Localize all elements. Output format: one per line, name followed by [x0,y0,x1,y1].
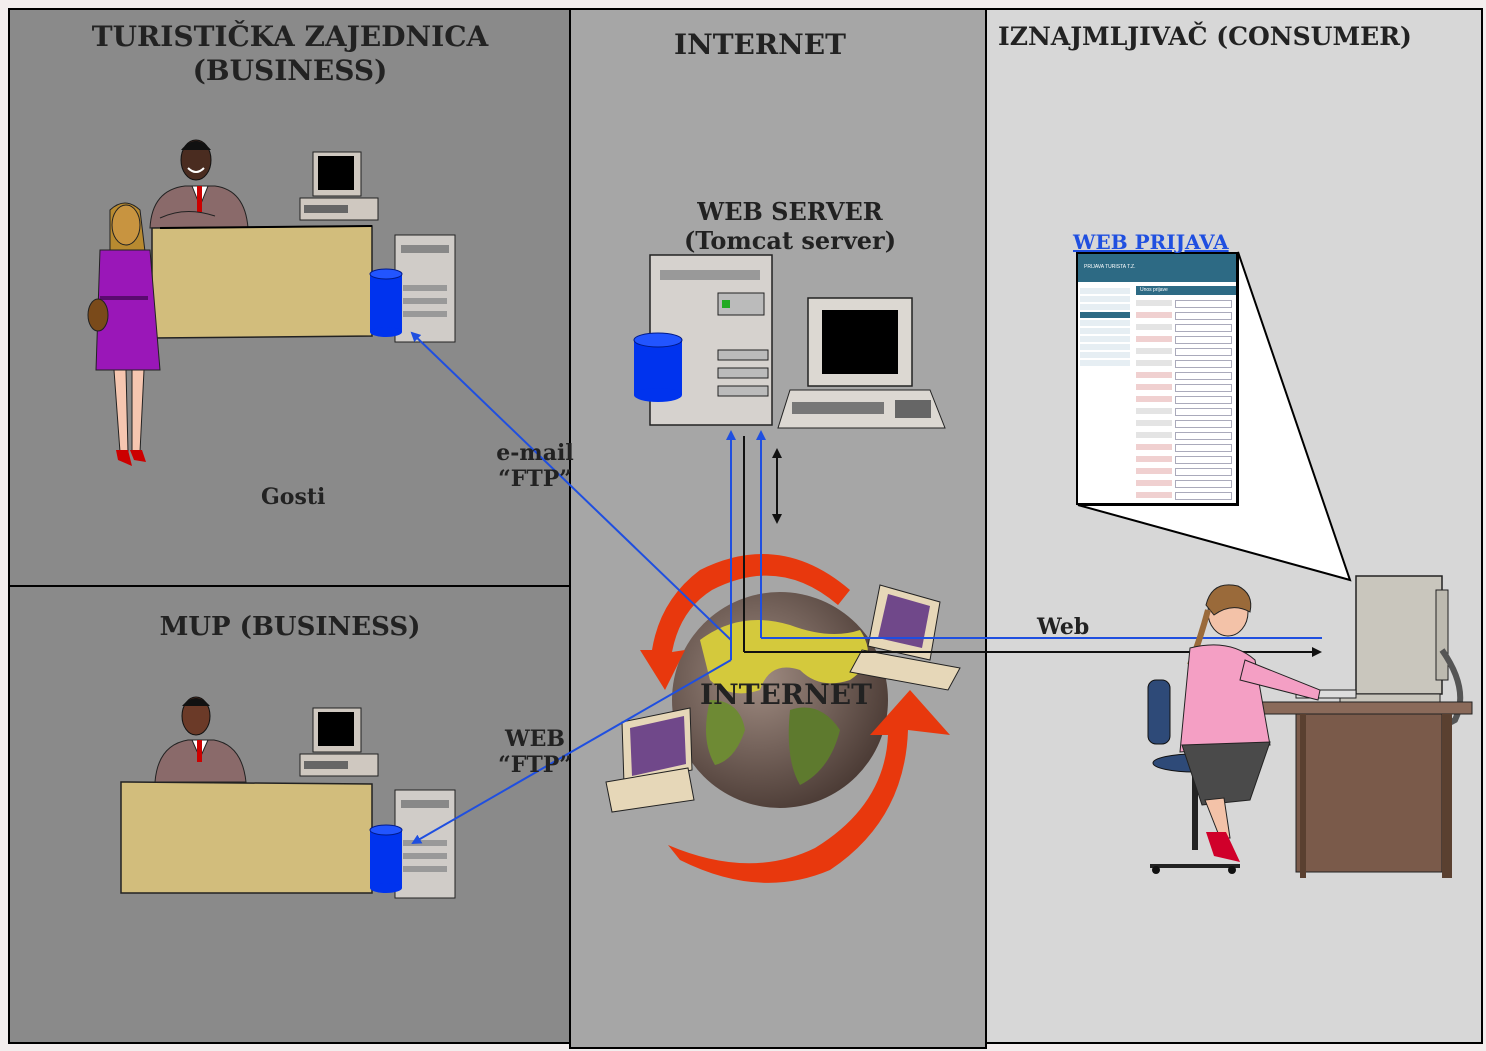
database-icon [369,824,403,893]
mup-scene [120,696,456,899]
web-server-label: WEB SERVER (Tomcat server) [640,197,940,256]
desk [151,225,373,339]
consumer-monitor [1339,575,1464,732]
server-tower-icon [394,234,456,343]
clerk-figure [149,139,249,229]
guests-label: Gosti [261,484,326,510]
guest-figure [87,202,161,466]
email-label: e-mail [496,440,574,466]
web-server-computer [777,297,946,429]
tourist-board-title: TURISTIČKA ZAJEDNICA (BUSINESS) [40,20,540,87]
consumer-title: IZNAJMLJIVAČ (CONSUMER) [998,22,1412,51]
server-tower-icon [394,789,456,899]
email-ftp-arrow [410,331,732,641]
consumer-figure [1179,584,1321,862]
rotation-arrows [640,554,950,883]
officer-figure [154,696,247,783]
web-prijava-link[interactable]: WEB PRIJAVA [1073,230,1229,254]
callout-zoom [1077,251,1352,582]
web-label: WEB [504,726,566,752]
internet-panel [569,8,987,1049]
client-computer-icon [605,707,695,813]
database-icon [633,332,683,402]
web-ftp-sub: “FTP” [498,752,572,779]
form-fields [1136,300,1232,500]
email-ftp-label: e-mail “FTP” [480,440,590,493]
tourist-board-title-line2: (BUSINESS) [192,53,388,87]
form-sidebar [1080,286,1130,501]
tourist-board-title-line1: TURISTIČKA ZAJEDNICA [91,20,489,53]
tourist-board-scene [87,139,456,466]
form-title-bar: Unos prijave [1136,286,1236,295]
consumer-desk [1261,689,1473,878]
consumer-scene [1147,575,1473,878]
database-icon [369,268,403,337]
mup-title: MUP (BUSINESS) [159,612,421,642]
desk [120,781,373,894]
form-header-text: PRIJAVA TURISTA T.Z. [1084,264,1136,270]
desk-computer [299,151,379,221]
internet-globe [672,592,888,808]
web-consumer-label: Web [1037,614,1090,640]
web-server-label-line2: (Tomcat server) [683,225,897,255]
desk-computer [299,707,379,777]
form-header-bar: PRIJAVA TURISTA T.Z. [1078,254,1236,282]
web-prijava-screenshot: PRIJAVA TURISTA T.Z. Unos prijave [1076,252,1238,505]
form-title: Unos prijave [1140,287,1168,293]
internet-title: INTERNET [674,28,846,61]
web-ftp-arrow [411,659,732,844]
client-computer-icon [849,584,961,691]
web-server-label-line1: WEB SERVER [697,197,883,226]
web-ftp-label: WEB “FTP” [480,726,590,779]
email-ftp-sub: “FTP” [498,466,572,493]
globe-label: INTERNET [700,678,872,711]
